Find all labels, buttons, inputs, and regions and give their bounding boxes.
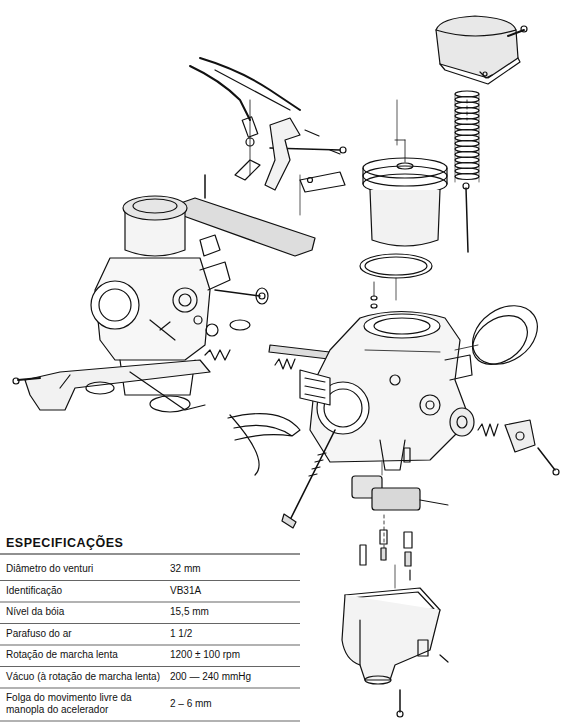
spec-value: VB31A	[170, 585, 201, 597]
main-carburetor-body	[300, 312, 472, 471]
spring-coil	[455, 174, 479, 180]
table-title: ESPECIFICAÇÕES	[6, 536, 123, 550]
table-rule	[0, 602, 300, 603]
spec-name: Diâmetro do venturi	[6, 563, 93, 575]
throttle-cables	[190, 58, 346, 180]
air-funnel	[455, 294, 549, 377]
mounting-bracket	[13, 360, 210, 412]
spec-name: Rotação de marcha lenta	[6, 649, 118, 661]
choke-plunger	[450, 408, 559, 475]
jet-needle	[463, 100, 469, 252]
spec-value: 1 1/2	[170, 628, 192, 640]
table-rule	[0, 623, 300, 624]
spec-name: Parafuso do ar	[6, 628, 72, 640]
spec-name: Identificação	[6, 585, 62, 597]
assembly-lines	[300, 100, 397, 588]
spec-value: 1200 ± 100 rpm	[170, 649, 240, 661]
float-bowl	[342, 588, 448, 717]
table-rule	[0, 721, 300, 722]
vacuum-piston	[363, 140, 447, 246]
spec-name: Vácuo (à rotação de marcha lenta)	[6, 671, 160, 683]
intake-boot-edge	[230, 415, 259, 475]
spec-name: Folga do movimento livre da manopla do a…	[6, 692, 156, 715]
table-rule	[0, 580, 300, 581]
intake-boot	[228, 414, 300, 440]
table-rule	[0, 688, 300, 689]
o-ring	[360, 254, 432, 278]
spec-value: 15,5 mm	[170, 606, 209, 618]
table-rule	[0, 645, 300, 646]
float	[352, 448, 448, 510]
table-rule	[0, 666, 300, 667]
piston-spring	[455, 91, 479, 182]
spec-value: 200 — 240 mmHg	[170, 671, 251, 683]
o-ring-inner	[365, 257, 427, 275]
adjust-screw	[282, 430, 335, 528]
cable-bracket	[265, 118, 345, 192]
jets	[360, 515, 412, 580]
screw	[204, 175, 206, 198]
spring-outline	[455, 94, 479, 182]
table-rule	[0, 553, 300, 554]
spec-name: Nível da bóia	[6, 606, 64, 618]
top-cover	[436, 16, 527, 84]
spec-value: 2 – 6 mm	[170, 698, 212, 710]
small-washers	[371, 282, 377, 308]
link-plate	[175, 198, 315, 256]
spec-value: 32 mm	[170, 563, 201, 575]
